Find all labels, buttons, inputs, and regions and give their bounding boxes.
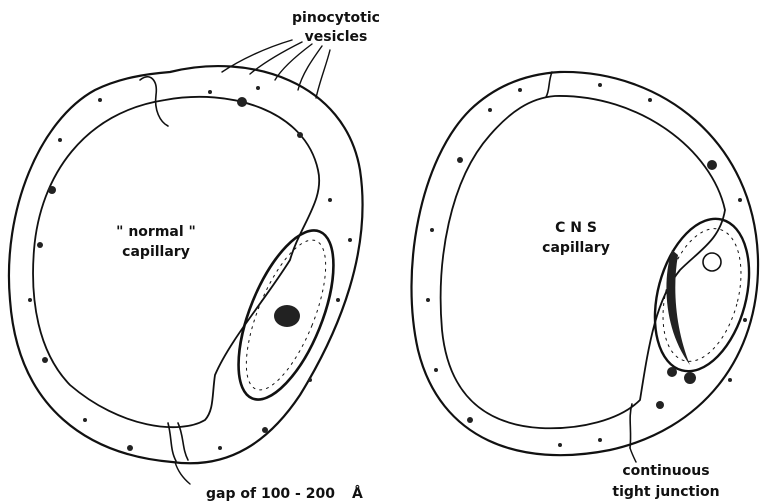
cns-top-junction [546, 72, 552, 97]
cns-capillary-lumen [441, 96, 725, 428]
normal-bottom-gap [168, 423, 188, 461]
normal-capillary [9, 40, 363, 484]
normal-capillary-outer-wall [9, 66, 363, 463]
cns-bottom-junction [630, 404, 632, 448]
gap-leader-line [175, 462, 190, 484]
label-gap-unit: Å [352, 485, 363, 502]
normal-wall-organelles [28, 86, 352, 451]
cns-capillary [411, 72, 764, 462]
label-vesicles: vesicles [305, 29, 368, 45]
label-normal: " normal " [116, 224, 196, 240]
label-continuous: continuous [622, 463, 709, 479]
cns-capillary-outer-wall [411, 72, 758, 455]
label-normal-capillary: capillary [122, 244, 190, 260]
cns-wall-organelles [426, 83, 747, 447]
tight-junction-leader-line [630, 448, 636, 462]
normal-capillary-lumen [33, 97, 319, 427]
label-gap: gap of 100 - 200 [206, 486, 335, 502]
label-cns: C N S [555, 220, 597, 236]
label-tight-junction: tight junction [612, 484, 719, 500]
cns-nucleus-crescent [666, 250, 690, 365]
pinocytotic-leader-lines [222, 40, 330, 98]
label-cns-capillary: capillary [542, 240, 610, 256]
normal-nucleolus [274, 305, 300, 327]
cns-nucleus [639, 208, 764, 381]
cns-nucleolus [703, 253, 721, 271]
label-pinocytotic: pinocytotic [292, 10, 380, 26]
